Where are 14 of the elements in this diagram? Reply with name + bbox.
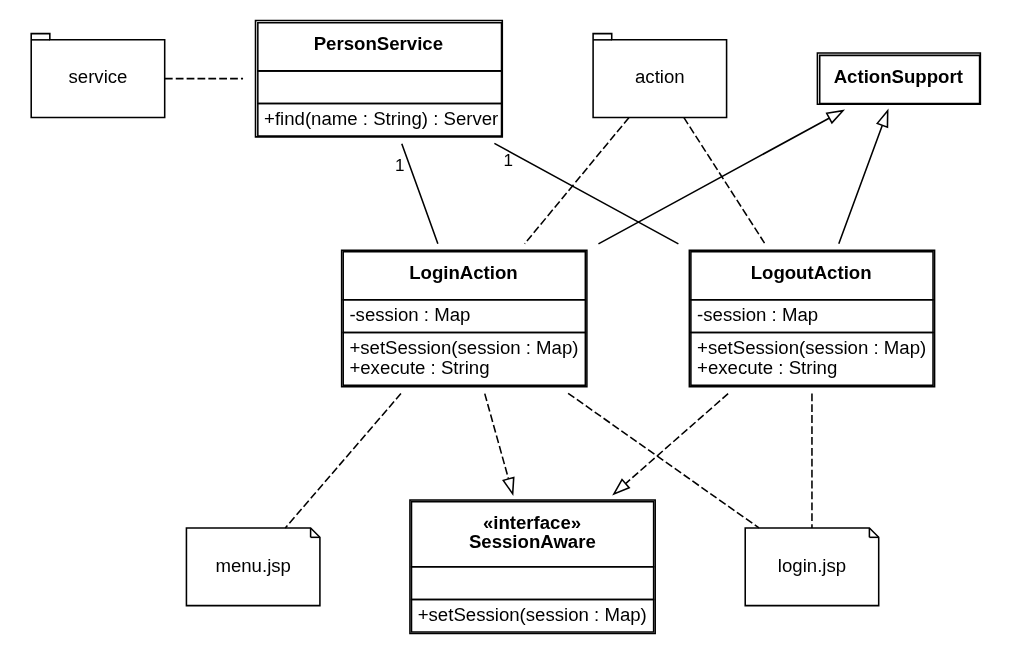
connector: [401, 142, 439, 245]
connector: [493, 142, 680, 245]
connector: [284, 392, 402, 529]
arrow: [484, 392, 515, 497]
edge-label: 1: [394, 156, 405, 176]
connector: [164, 77, 244, 80]
arrow: [597, 109, 845, 245]
edge-label: 1: [503, 151, 513, 171]
arrow: [838, 108, 889, 245]
connector: [811, 392, 813, 529]
arrow: [612, 392, 729, 496]
connector: [683, 116, 766, 245]
connector: [523, 116, 630, 245]
connector: [567, 392, 760, 529]
